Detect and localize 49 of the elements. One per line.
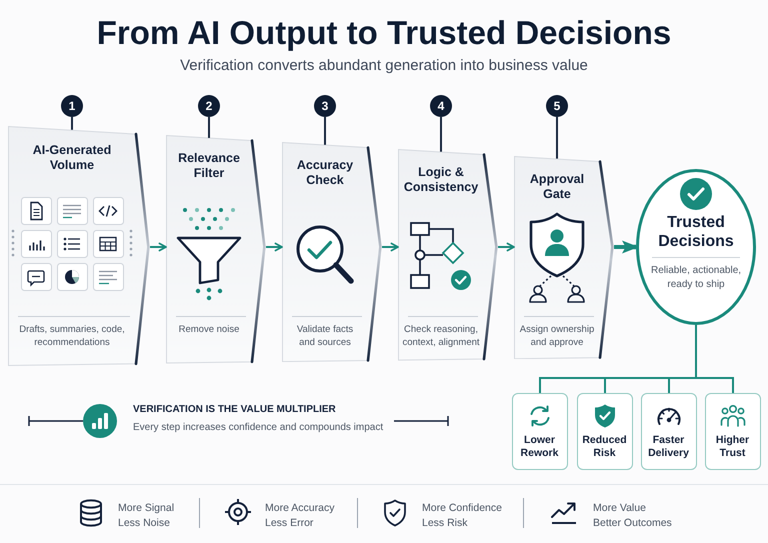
banner-text: Every step increases confidence and compounds impact [133, 421, 384, 434]
benefit-card [641, 393, 697, 470]
chevron-panel [282, 142, 382, 362]
benefit-summary: More Signal Less Noise [118, 501, 176, 531]
benefit-label: Reduced Risk [581, 434, 628, 460]
subtitle: Verification converts abundant generation into business value [180, 57, 588, 75]
step-number-badge: 4 [430, 95, 452, 117]
connector-line [695, 325, 734, 393]
benefit-label: Lower Rework [520, 434, 560, 460]
step-number-badge: 3 [314, 95, 336, 117]
stage-description: Validate facts and sources [296, 322, 354, 349]
step-number-badge: 1 [61, 95, 83, 117]
connector-line [71, 117, 73, 130]
stage-description: Remove noise [178, 322, 240, 336]
stage-title: Relevance Filter [177, 150, 241, 181]
banner-heading: VERIFICATION IS THE VALUE MULTIPLIER [133, 404, 336, 416]
step-number-badge: 5 [546, 95, 568, 117]
arrow [150, 242, 167, 252]
stage-title: Approval Gate [528, 172, 586, 202]
benefit-card [512, 393, 568, 470]
arrow [266, 242, 283, 252]
benefit-label: Faster Delivery [647, 434, 690, 460]
result-ellipse [636, 169, 756, 325]
connector-line [440, 117, 442, 152]
connector-line [556, 117, 558, 159]
chevron-panel [166, 135, 266, 364]
stage-title: AI-Generated Volume [32, 142, 112, 173]
connector-line [208, 117, 210, 138]
chevron-panel [398, 149, 498, 361]
stage-title: Logic & Consistency [402, 164, 480, 195]
step-number-badge: 2 [198, 95, 220, 117]
benefit-summary: More Value Better Outcomes [593, 501, 673, 531]
connector-line [324, 117, 326, 145]
benefit-label: Higher Trust [714, 434, 750, 460]
result-title: Trusted Decisions [657, 213, 735, 251]
arrow [498, 242, 515, 252]
benefit-card [705, 393, 761, 470]
benefit-card [577, 393, 633, 470]
stage-description: Drafts, summaries, code, recommendations [18, 323, 126, 349]
chevron-panel [514, 156, 614, 360]
title: From AI Output to Trusted Decisions [96, 13, 672, 53]
stage-description: Check reasoning, context, alignment [401, 322, 481, 349]
chevron-panel [8, 126, 150, 366]
benefit-summary: More Confidence Less Risk [422, 501, 503, 531]
benefit-summary: More Accuracy Less Error [265, 501, 336, 531]
stage-title: Accuracy Check [296, 158, 354, 188]
result-description: Reliable, actionable, ready to ship [650, 264, 742, 292]
arrow [382, 242, 399, 252]
stage-description: Assign ownership and approve [518, 322, 596, 349]
